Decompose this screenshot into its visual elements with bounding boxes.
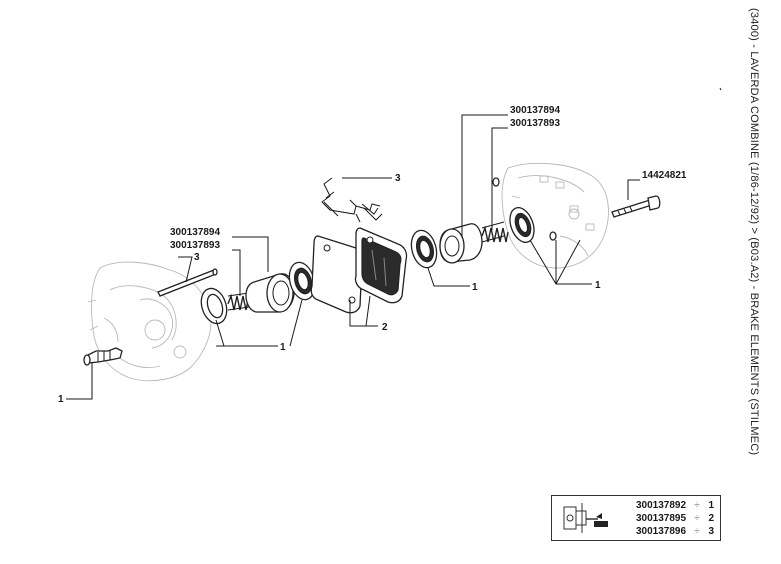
- kit-index: 1: [708, 500, 714, 511]
- top-right-code-b-label: 300137893: [510, 118, 560, 129]
- pads-ref-label: 2: [382, 322, 388, 333]
- right-piston: [439, 223, 483, 264]
- kit-row: 300137895 ÷ 2: [636, 513, 718, 525]
- seals-right-ref-label: 1: [595, 280, 601, 291]
- left-code-a-label: 300137894: [170, 227, 220, 238]
- kit-index: 2: [708, 513, 714, 524]
- kit-separator: ÷: [694, 513, 700, 524]
- side-title: (3400) - LAVERDA COMBINE (1/86-12/92) > …: [748, 8, 764, 556]
- right-piston-spring: [481, 221, 509, 243]
- left-piston: [245, 273, 295, 313]
- bleeder-screw: [83, 347, 123, 366]
- seal-left-ref-label: 1: [280, 342, 286, 353]
- spring-clip-ref-label: 3: [395, 173, 401, 184]
- kit-row: 300137896 ÷ 3: [636, 526, 718, 538]
- scan-mark: [719, 87, 722, 91]
- pin-ref-label: 3: [194, 252, 200, 263]
- caliper-bolt: [611, 195, 661, 218]
- callout-labels: 300137894 300137893 14424821 300137894 3…: [58, 105, 687, 405]
- pad-spring-clip: [321, 177, 383, 223]
- retaining-pin: [157, 268, 218, 297]
- kit-reference-box: 300137892 ÷ 1 300137895 ÷ 2 300137896 ÷ 3: [551, 495, 721, 541]
- bleeder-ref-label: 1: [58, 394, 64, 405]
- left-caliper-body: [87, 261, 212, 382]
- brake-pad-friction: [354, 227, 408, 304]
- side-title-text: (3400) - LAVERDA COMBINE (1/86-12/92) > …: [748, 8, 760, 456]
- kit-separator: ÷: [694, 526, 700, 537]
- leader-lines: [66, 114, 640, 400]
- right-o-ring: [492, 177, 557, 241]
- right-piston-seal: [509, 207, 535, 243]
- top-right-code-a-label: 300137894: [510, 105, 560, 116]
- brake-pad-backing: [310, 235, 364, 314]
- kit-code: 300137896: [636, 526, 687, 537]
- left-piston-seal: [200, 287, 228, 325]
- bolt-code-label: 14424821: [642, 170, 687, 181]
- seal-center-ref-label: 1: [472, 282, 478, 293]
- left-dust-boot: [288, 261, 316, 301]
- center-piston-seal: [410, 229, 438, 269]
- left-code-b-label: 300137893: [170, 240, 220, 251]
- kit-separator: ÷: [694, 500, 700, 511]
- kit-code: 300137892: [636, 500, 687, 511]
- kit-index: 3: [708, 526, 714, 537]
- kit-row: 300137892 ÷ 1: [636, 500, 718, 512]
- kit-code: 300137895: [636, 513, 687, 524]
- caliper-kit-icon: [563, 503, 608, 533]
